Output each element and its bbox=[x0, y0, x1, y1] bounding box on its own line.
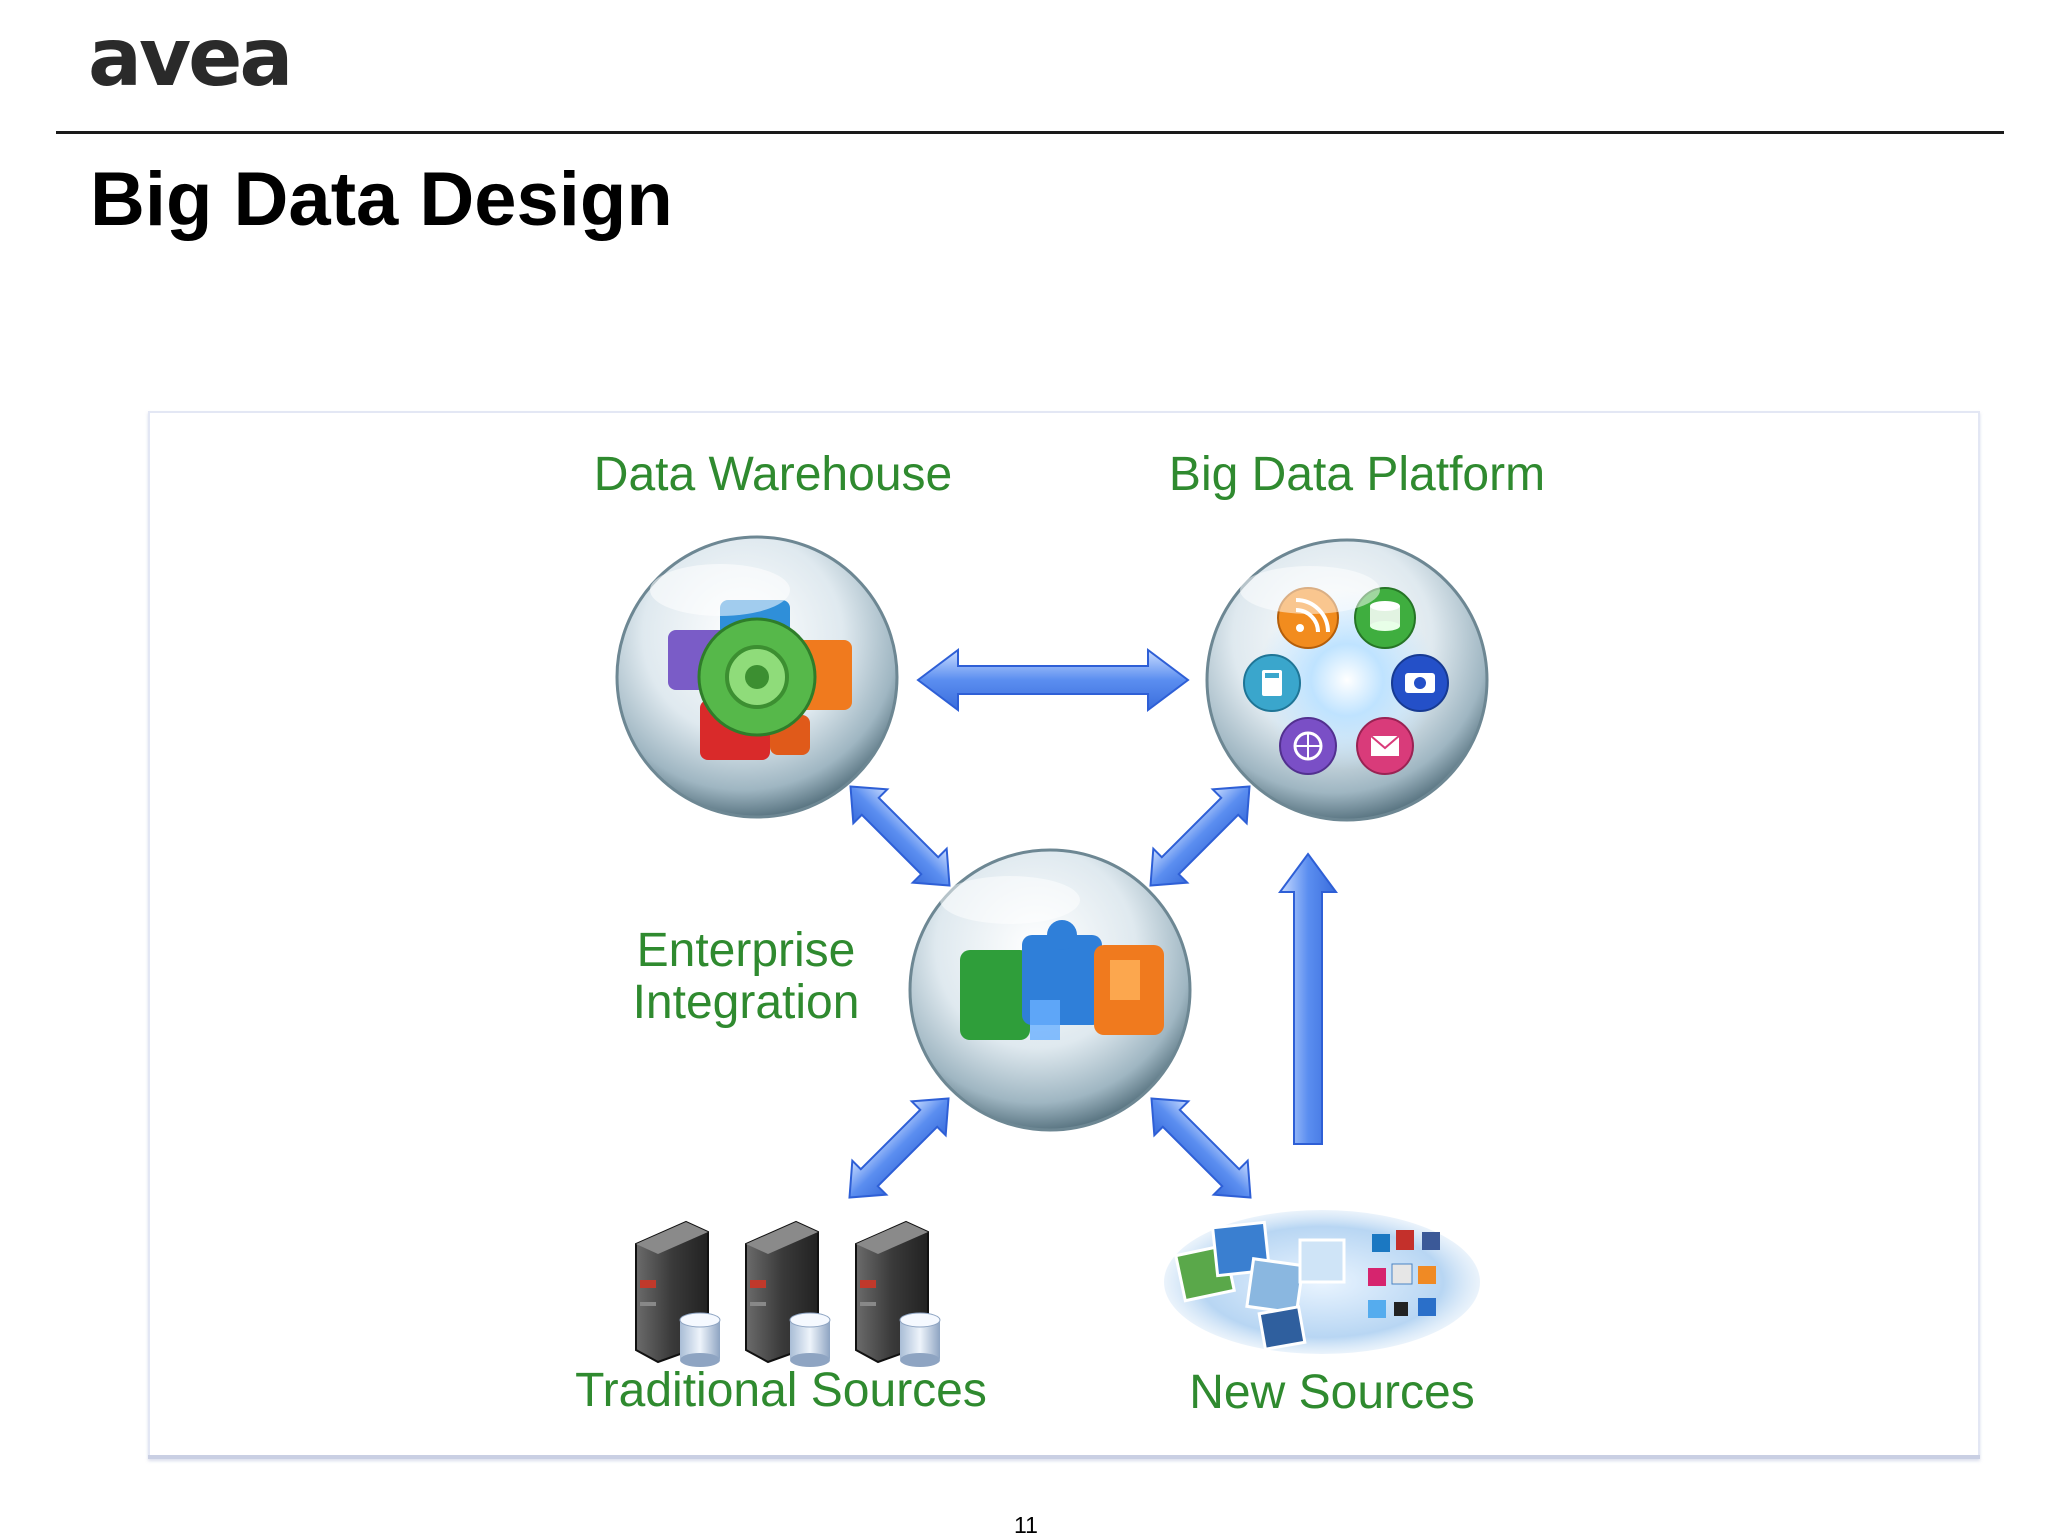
enterprise-integration-sphere bbox=[908, 848, 1192, 1132]
arrow-warehouse-integration bbox=[849, 785, 951, 887]
globe-icon bbox=[1279, 717, 1337, 775]
arrow-newsources-platform bbox=[1278, 852, 1338, 1145]
label-traditional-sources: Traditional Sources bbox=[575, 1364, 987, 1417]
arrow-integration-newsources bbox=[1150, 1097, 1252, 1199]
label-enterprise-line1: Enterprise bbox=[637, 924, 856, 977]
arrow-integration-traditional bbox=[848, 1097, 950, 1199]
label-enterprise-line2: Integration bbox=[633, 976, 860, 1029]
arrow-warehouse-platform bbox=[916, 648, 1190, 712]
arrow-platform-integration bbox=[1149, 785, 1251, 887]
calculator-icon bbox=[1243, 654, 1301, 712]
label-big-data-platform: Big Data Platform bbox=[1169, 448, 1545, 501]
header-divider bbox=[56, 131, 2004, 134]
mail-icon bbox=[1356, 717, 1414, 775]
server-icon bbox=[745, 1220, 831, 1367]
camera-icon bbox=[1391, 654, 1449, 712]
page-title: Big Data Design bbox=[90, 157, 673, 242]
label-data-warehouse: Data Warehouse bbox=[594, 448, 952, 501]
social-media-icon bbox=[1164, 1210, 1480, 1354]
puzzle-icon bbox=[960, 920, 1164, 1040]
puzzle-gear-icon bbox=[668, 600, 852, 760]
big-data-platform-sphere bbox=[1205, 538, 1489, 822]
traditional-sources-servers bbox=[635, 1220, 941, 1367]
data-warehouse-sphere bbox=[615, 535, 899, 819]
server-icon bbox=[635, 1220, 721, 1367]
database-icon bbox=[1354, 587, 1416, 649]
page-number: 11 bbox=[1014, 1512, 1038, 1538]
label-new-sources: New Sources bbox=[1189, 1366, 1474, 1419]
panel-bottom-edge bbox=[148, 1455, 1980, 1459]
server-icon bbox=[855, 1220, 941, 1367]
avea-logo: avea bbox=[88, 11, 293, 104]
